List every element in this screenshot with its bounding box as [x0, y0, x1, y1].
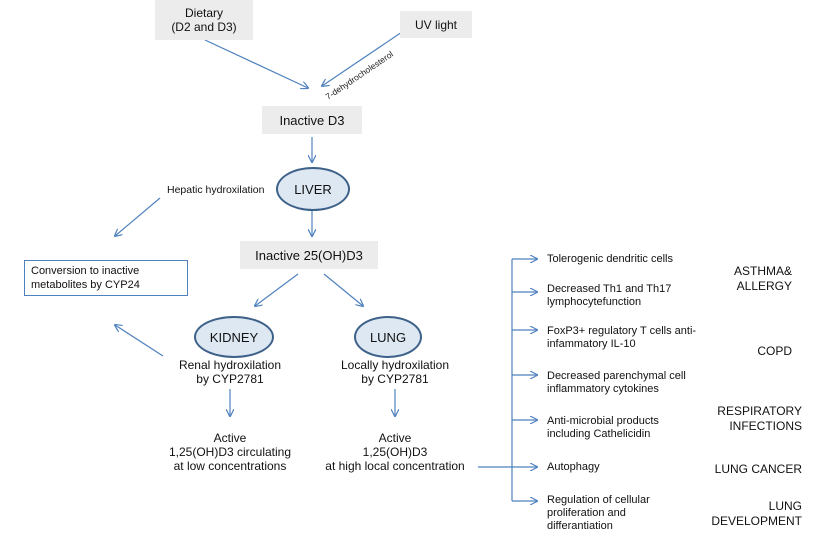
effect-item: Decreased Th1 and Th17 lymphocytefunctio…	[547, 283, 722, 309]
effect-3-line-1: FoxP3+ regulatory T cells anti-	[547, 325, 697, 337]
kidney-active-line-2: 1,25(OH)D3 circulating	[168, 445, 292, 459]
lung-active-line-3: at high local concentration	[325, 459, 465, 473]
effect-item: Decreased parenchymal cell inflammatory …	[547, 370, 722, 396]
conversion-box: Conversion to inactive metabolites by CY…	[24, 260, 188, 296]
effect-1-line-1: Tolerogenic dendritic cells	[547, 253, 673, 265]
effect-6-line-1: Autophagy	[547, 461, 600, 473]
disease-3-line-1: RESPIRATORY	[717, 404, 802, 418]
effect-item: FoxP3+ regulatory T cells anti- infammat…	[547, 325, 722, 351]
kidney-label: KIDNEY	[209, 329, 259, 345]
effect-item: Anti-microbial products including Cathel…	[547, 415, 722, 441]
effect-7-line-3: differantiation	[547, 520, 613, 532]
renal-hydroxilation-text: Renal hydroxilation by CYP2781	[160, 358, 300, 386]
uv-light-label: UV light	[414, 17, 458, 32]
inactive-d3-box: Inactive D3	[262, 106, 362, 134]
kidney-ellipse: KIDNEY	[194, 316, 274, 358]
effect-item: Tolerogenic dendritic cells	[547, 253, 722, 266]
kidney-active-line-3: at low concentrations	[173, 459, 287, 473]
effect-5-line-1: Anti-microbial products	[547, 415, 659, 427]
effect-5-line-2: including Cathelicidin	[547, 428, 651, 440]
effect-item: Regulation of cellular proliferation and…	[547, 494, 722, 533]
lung-active-line-2: 1,25(OH)D3	[362, 445, 428, 459]
arrow-hepatic-to-conversion	[115, 197, 161, 236]
arrow-25-to-lung	[323, 273, 363, 306]
disease-5-line-1: LUNG	[768, 499, 802, 513]
effect-3-line-2: infammatory IL-10	[547, 338, 636, 350]
renal-line-2: by CYP2781	[196, 372, 264, 386]
effect-7-line-2: proliferation and	[547, 507, 626, 519]
lung-active-text: Active 1,25(OH)D3 at high local concentr…	[310, 431, 480, 473]
arrow-25-to-kidney	[255, 273, 299, 306]
inactive-25-box: Inactive 25(OH)D3	[240, 241, 378, 269]
disease-label: RESPIRATORY INFECTIONS	[682, 404, 802, 434]
disease-label: LUNG CANCER	[682, 462, 802, 477]
inactive-d3-label: Inactive D3	[279, 112, 345, 128]
disease-4-line-1: LUNG CANCER	[714, 462, 802, 476]
lung-label: LUNG	[369, 329, 407, 345]
disease-label: COPD	[692, 344, 792, 359]
lung-ellipse: LUNG	[354, 316, 422, 358]
dietary-box: Dietary (D2 and D3)	[155, 0, 253, 40]
effect-2-line-1: Decreased Th1 and Th17	[547, 283, 672, 295]
precursor-label: 7-dehydrocholesterol	[324, 49, 395, 102]
local-hydroxilation-text: Locally hydroxilation by CYP2781	[320, 358, 470, 386]
kidney-active-text: Active 1,25(OH)D3 circulating at low con…	[150, 431, 310, 473]
disease-3-line-2: INFECTIONS	[729, 419, 802, 433]
disease-label: ASTHMA& ALLERGY	[692, 264, 792, 294]
conversion-line-2: metabolites by CYP24	[31, 279, 140, 291]
dietary-line-2: (D2 and D3)	[171, 20, 237, 34]
dietary-line-1: Dietary	[184, 6, 223, 20]
effect-2-line-2: lymphocytefunction	[547, 296, 642, 308]
kidney-active-line-1: Active	[213, 431, 247, 445]
liver-label: LIVER	[294, 181, 332, 197]
hepatic-hydroxilation-label: Hepatic hydroxilation	[167, 184, 265, 196]
renal-line-1: Renal hydroxilation	[178, 358, 282, 372]
disease-label: LUNG DEVELOPMENT	[682, 499, 802, 529]
conversion-line-1: Conversion to inactive	[31, 265, 140, 277]
local-line-1: Locally hydroxilation	[340, 358, 450, 372]
disease-2-line-1: COPD	[757, 344, 792, 358]
lung-active-line-1: Active	[378, 431, 412, 445]
inactive-25-label: Inactive 25(OH)D3	[255, 247, 363, 263]
effect-4-line-2: inflammatory cytokines	[547, 383, 659, 395]
uv-light-box: UV light	[400, 11, 472, 38]
arrow-renal-to-conversion	[115, 325, 164, 357]
effect-4-line-1: Decreased parenchymal cell	[547, 370, 686, 382]
local-line-2: by CYP2781	[361, 372, 429, 386]
effect-item: Autophagy	[547, 461, 722, 474]
arrow-uv-to-d3	[322, 29, 406, 86]
disease-1-line-1: ASTHMA&	[733, 264, 792, 278]
disease-1-line-2: ALLERGY	[736, 279, 792, 293]
liver-ellipse: LIVER	[276, 167, 350, 211]
disease-5-line-2: DEVELOPMENT	[711, 514, 802, 528]
arrow-dietary-to-d3	[204, 39, 308, 88]
effect-7-line-1: Regulation of cellular	[547, 494, 650, 506]
